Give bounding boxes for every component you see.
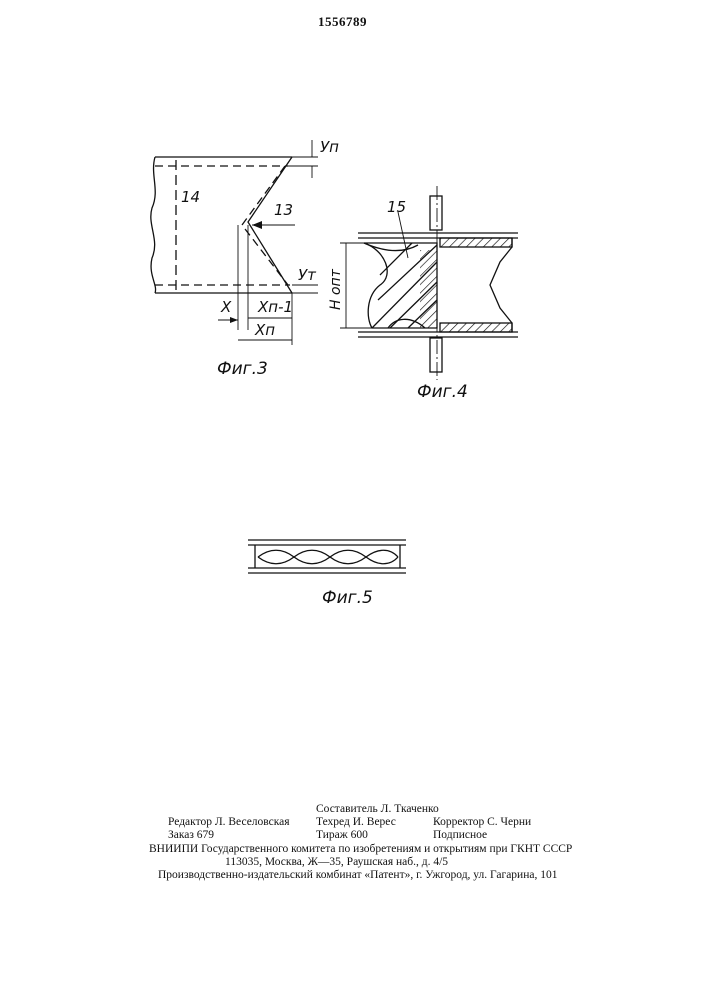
fig5-drawing [248, 540, 406, 573]
imprint-techred: Техред И. Верес [316, 816, 396, 829]
imprint-vniipi: ВНИИПИ Государственного комитета по изоб… [149, 843, 572, 856]
fig3-label-xn: Хп [254, 321, 275, 339]
fig4-label-15: 15 [387, 198, 406, 216]
imprint-order: Заказ 679 [168, 829, 214, 842]
fig5-caption: Фиг.5 [322, 588, 373, 608]
fig3-label-yn: Уп [320, 138, 339, 156]
fig4-label-hopt: Н опт [328, 268, 344, 310]
imprint-subscription: Подписное [433, 829, 487, 842]
fig3-label-13: 13 [274, 201, 293, 219]
fig3-caption: Фиг.3 [217, 359, 268, 379]
imprint-publisher: Производственно-издательский комбинат «П… [158, 869, 557, 882]
fig3-label-xn-1: Хп-1 [257, 298, 293, 316]
imprint-address: 113035, Москва, Ж—35, Раушская наб., д. … [225, 856, 448, 869]
fig4-caption: Фиг.4 [417, 382, 468, 402]
imprint-editor: Редактор Л. Веселовская [168, 816, 290, 829]
fig3-label-ym: Ут [298, 266, 317, 284]
imprint-circulation: Тираж 600 [316, 829, 368, 842]
imprint-compiler: Составитель Л. Ткаченко [316, 803, 439, 816]
fig3-label-x: Х [220, 298, 232, 316]
fig3-label-14: 14 [181, 188, 200, 206]
imprint-corrector: Корректор С. Черни [433, 816, 531, 829]
fig4-drawing [340, 186, 518, 380]
